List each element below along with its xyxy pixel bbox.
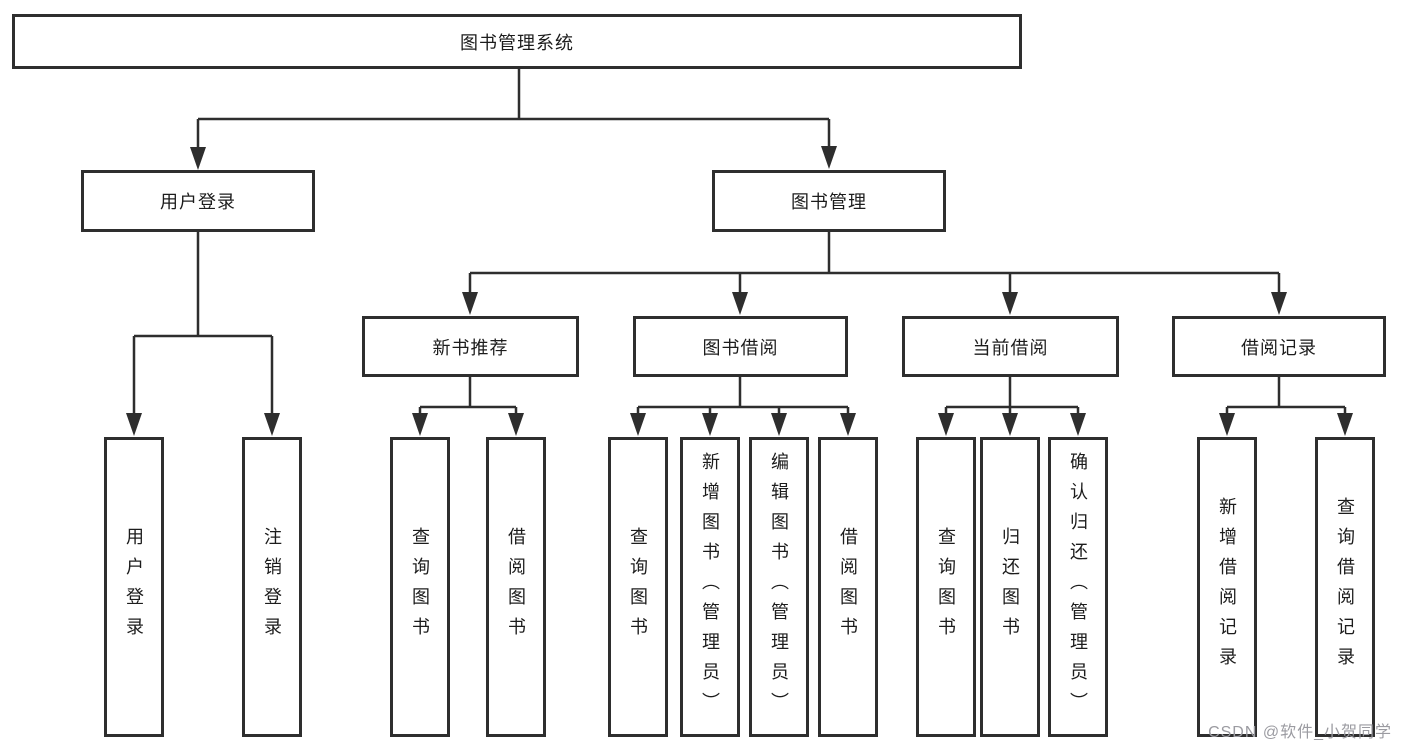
node-book-borrowing: 图书借阅 [633, 316, 848, 377]
leaf-label: 新增图书（管理员） [700, 452, 720, 722]
leaf-query-books-borrow: 查询图书 [608, 437, 668, 737]
leaf-add-book-admin: 新增图书（管理员） [680, 437, 740, 737]
leaf-label: 确认归还（管理员） [1068, 452, 1088, 722]
leaf-label: 新增借阅记录 [1217, 497, 1237, 677]
leaf-label: 编辑图书（管理员） [769, 452, 789, 722]
leaf-borrow-books: 借阅图书 [818, 437, 878, 737]
node-book-management: 图书管理 [712, 170, 946, 232]
leaf-return-books: 归还图书 [980, 437, 1040, 737]
leaf-logout: 注销登录 [242, 437, 302, 737]
node-root-system: 图书管理系统 [12, 14, 1022, 69]
leaf-label: 查询图书 [628, 527, 648, 647]
leaf-label: 归还图书 [1000, 527, 1020, 647]
leaf-borrow-books-recommend: 借阅图书 [486, 437, 546, 737]
leaf-label: 查询借阅记录 [1335, 497, 1355, 677]
leaf-query-borrow-record: 查询借阅记录 [1315, 437, 1375, 737]
node-new-book-recommendation: 新书推荐 [362, 316, 579, 377]
leaf-label: 用户登录 [124, 527, 144, 647]
leaf-confirm-return-admin: 确认归还（管理员） [1048, 437, 1108, 737]
leaf-label: 借阅图书 [838, 527, 858, 647]
leaf-edit-book-admin: 编辑图书（管理员） [749, 437, 809, 737]
node-user-login: 用户登录 [81, 170, 315, 232]
leaf-add-borrow-record: 新增借阅记录 [1197, 437, 1257, 737]
leaf-query-books-current: 查询图书 [916, 437, 976, 737]
leaf-label: 查询图书 [936, 527, 956, 647]
leaf-label: 查询图书 [410, 527, 430, 647]
node-borrowing-records: 借阅记录 [1172, 316, 1386, 377]
leaf-label: 借阅图书 [506, 527, 526, 647]
leaf-user-login: 用户登录 [104, 437, 164, 737]
leaf-label: 注销登录 [262, 527, 282, 647]
node-current-borrowing: 当前借阅 [902, 316, 1119, 377]
watermark: CSDN @软件_小贺同学 [1208, 724, 1392, 741]
leaf-query-books-recommend: 查询图书 [390, 437, 450, 737]
